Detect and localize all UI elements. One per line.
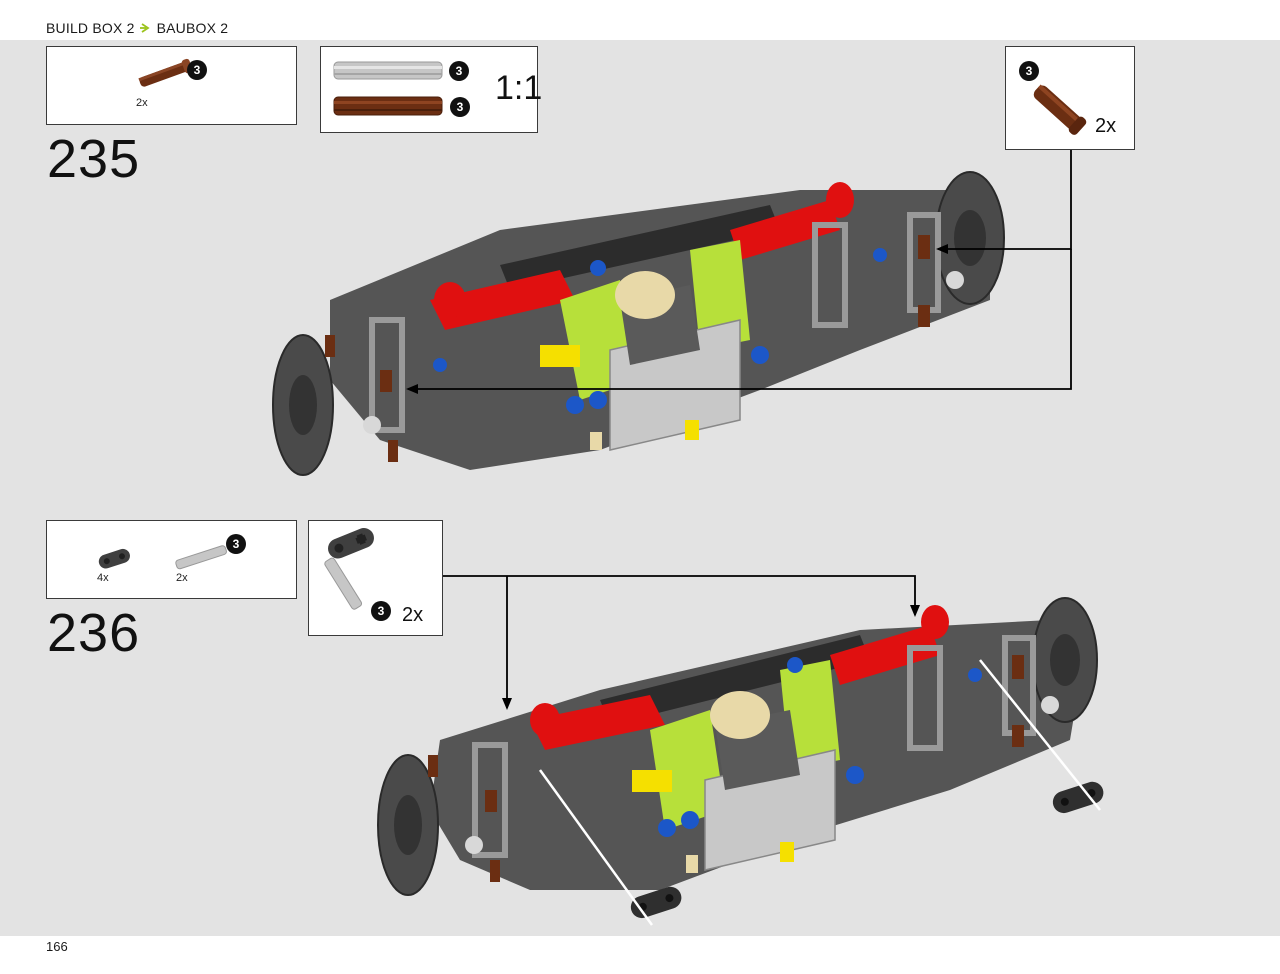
part-count-badge: 3 [187,60,207,80]
part-quantity: 2x [136,97,148,109]
breadcrumb: BUILD BOX 2 BAUBOX 2 [46,20,228,36]
breadcrumb-baubox: BAUBOX 2 [156,20,229,36]
grey-axle-icon [175,545,227,570]
scale-axles [333,61,443,116]
brown-pin-icon [1033,84,1087,135]
page-number: 166 [46,939,68,954]
step-235-parts-callout: 3 2x [46,46,297,125]
axle-quantity: 2x [176,572,188,584]
step-236-parts-art [98,545,227,570]
arrow-236-connector [443,575,920,710]
step-number-236: 236 [47,603,141,663]
subassembly-badge: 3 [1019,61,1039,81]
brown-axle-icon [333,96,443,116]
scale-reference-callout: 3 3 1:1 [320,46,542,133]
axle-badge: 3 [226,534,246,554]
breadcrumb-build-box: BUILD BOX 2 [46,20,135,36]
chassis-assembly-235 [272,171,1005,476]
footer-bar [0,936,1280,974]
step-235-subassembly-callout: 3 2x [1005,46,1135,150]
chevron-right-icon [139,23,150,33]
grey-axle-icon [333,61,443,80]
subassembly-badge: 3 [371,601,391,621]
step-number-235: 235 [47,129,141,189]
header-bar [0,0,1280,40]
step-236-subassembly-callout: 3 2x [308,520,443,636]
axle-badge-brown: 3 [450,97,470,117]
dark-grey-beam-icon [98,548,130,569]
beam-quantity: 4x [97,572,109,584]
beam-axle-subassembly-icon [324,528,374,610]
arrow-235-connector [406,150,1072,394]
scale-label: 1:1 [495,69,543,107]
subassembly-quantity: 2x [402,604,424,626]
axle-badge-grey: 3 [449,61,469,81]
step-236-parts-callout: 4x 2x 3 [46,520,297,599]
chassis-assembly-236 [377,597,1104,926]
subassembly-quantity: 2x [1095,115,1117,137]
